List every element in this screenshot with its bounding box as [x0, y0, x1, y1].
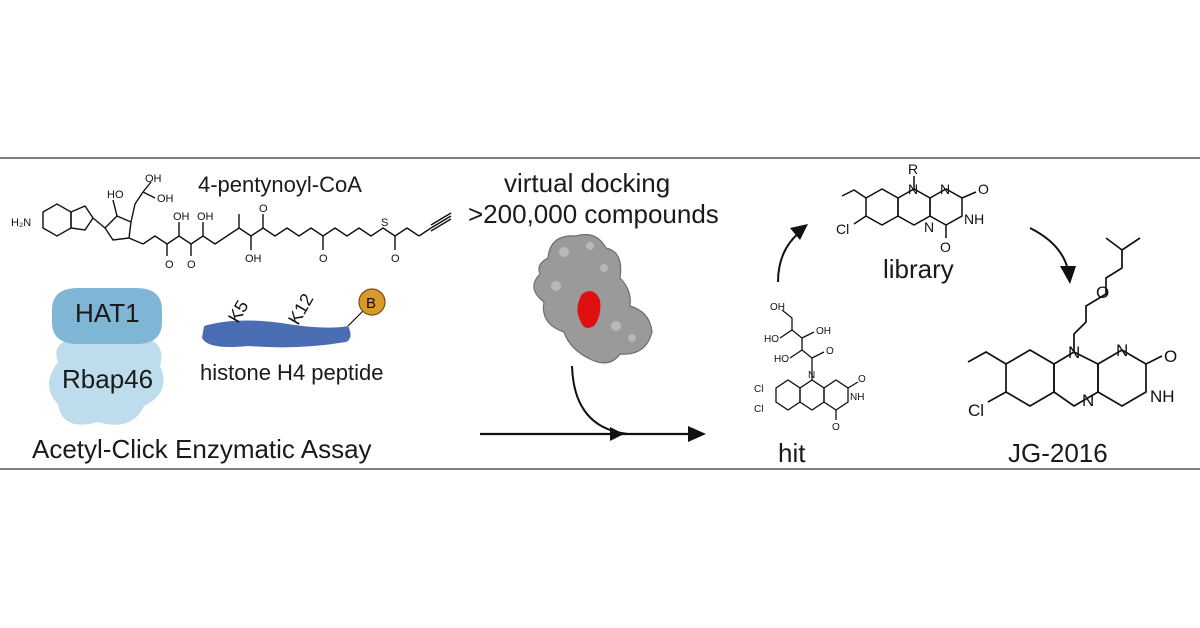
atom-h2n: H₂N [11, 217, 31, 229]
atom-o-b: O [187, 259, 196, 271]
hit-atom-ho2: HO [774, 354, 789, 365]
lib-atom-cl: Cl [836, 221, 849, 237]
atom-ho: HO [107, 189, 124, 201]
jg-atom-n3: N [1082, 391, 1094, 410]
peptide-label: histone H4 peptide [200, 360, 384, 385]
jg-atom-o2: O [1164, 347, 1177, 366]
hit-structure: OH HO OH HO O Cl Cl N O NH O [754, 302, 866, 433]
peptide-body [202, 320, 351, 348]
enzyme-hat1-label: HAT1 [75, 298, 140, 328]
hit-atom-cl2: Cl [754, 404, 763, 415]
surface-texture [551, 242, 636, 342]
final-compound-label: JG-2016 [1008, 438, 1108, 468]
atom-oh-b: OH [157, 193, 174, 205]
hit-atom-ho1: HO [764, 334, 779, 345]
hit-atom-oh1: OH [770, 302, 785, 313]
hit-atom-o3: O [832, 422, 840, 433]
biotin-label: B [366, 295, 376, 312]
coa-structure: H₂N HO OH OH O O OH OH OH O O O S [11, 173, 452, 271]
atom-o-d: O [319, 253, 328, 265]
hit-atom-oh2: OH [816, 326, 831, 337]
hit-atom-nh: NH [850, 392, 864, 403]
cofactor-label: 4-pentynoyl-CoA [198, 172, 362, 197]
atom-s: S [381, 217, 388, 229]
docking-down-arrow [571, 365, 629, 435]
assay-title: Acetyl-Click Enzymatic Assay [32, 434, 372, 464]
jg-atom-o1: O [1096, 283, 1109, 302]
jg-atom-n1: N [1068, 343, 1080, 362]
hit-to-library-arrow [777, 231, 801, 283]
atom-o-c: O [259, 203, 268, 215]
protein-surface [533, 233, 653, 364]
jg2016-structure: O N N N O NH Cl [967, 237, 1177, 420]
atom-o-a: O [165, 259, 174, 271]
hit-atom-n: N [808, 370, 815, 381]
lib-atom-r: R [908, 162, 918, 177]
jg-atom-cl: Cl [968, 401, 984, 420]
lib-atom-n2: N [940, 181, 950, 197]
biotin-tag [358, 288, 386, 316]
enzyme-rbap46-label: Rbap46 [62, 364, 154, 394]
lib-atom-nh: NH [964, 211, 984, 227]
library-label: library [883, 254, 954, 284]
atom-oh-c: OH [173, 211, 190, 223]
docking-title-line1: virtual docking [504, 168, 671, 198]
library-to-final-arrow [1029, 227, 1069, 271]
hit-atom-o: O [826, 346, 834, 357]
jg-atom-nh: NH [1150, 387, 1175, 406]
binding-pocket [577, 291, 601, 328]
lib-atom-o1: O [978, 181, 989, 197]
hit-atom-cl1: Cl [754, 384, 763, 395]
atom-o-e: O [391, 253, 400, 265]
atom-oh-a: OH [145, 173, 162, 185]
atom-oh-e: OH [245, 253, 262, 265]
library-structure: R N N N O NH O Cl [836, 162, 989, 255]
hat1-cloud [52, 288, 162, 344]
hit-label: hit [778, 438, 806, 468]
lib-atom-n1: N [908, 181, 918, 197]
hit-atom-o2: O [858, 374, 866, 385]
docking-title-line2: >200,000 compounds [468, 199, 719, 229]
jg-atom-n2: N [1116, 341, 1128, 360]
atom-oh-d: OH [197, 211, 214, 223]
hat1-rbap46-complex [49, 288, 164, 425]
histone-peptide: B K5 K12 [202, 288, 386, 348]
rbap46-cloud [49, 329, 164, 425]
lib-atom-n3: N [924, 219, 934, 235]
lib-atom-o2: O [940, 239, 951, 255]
